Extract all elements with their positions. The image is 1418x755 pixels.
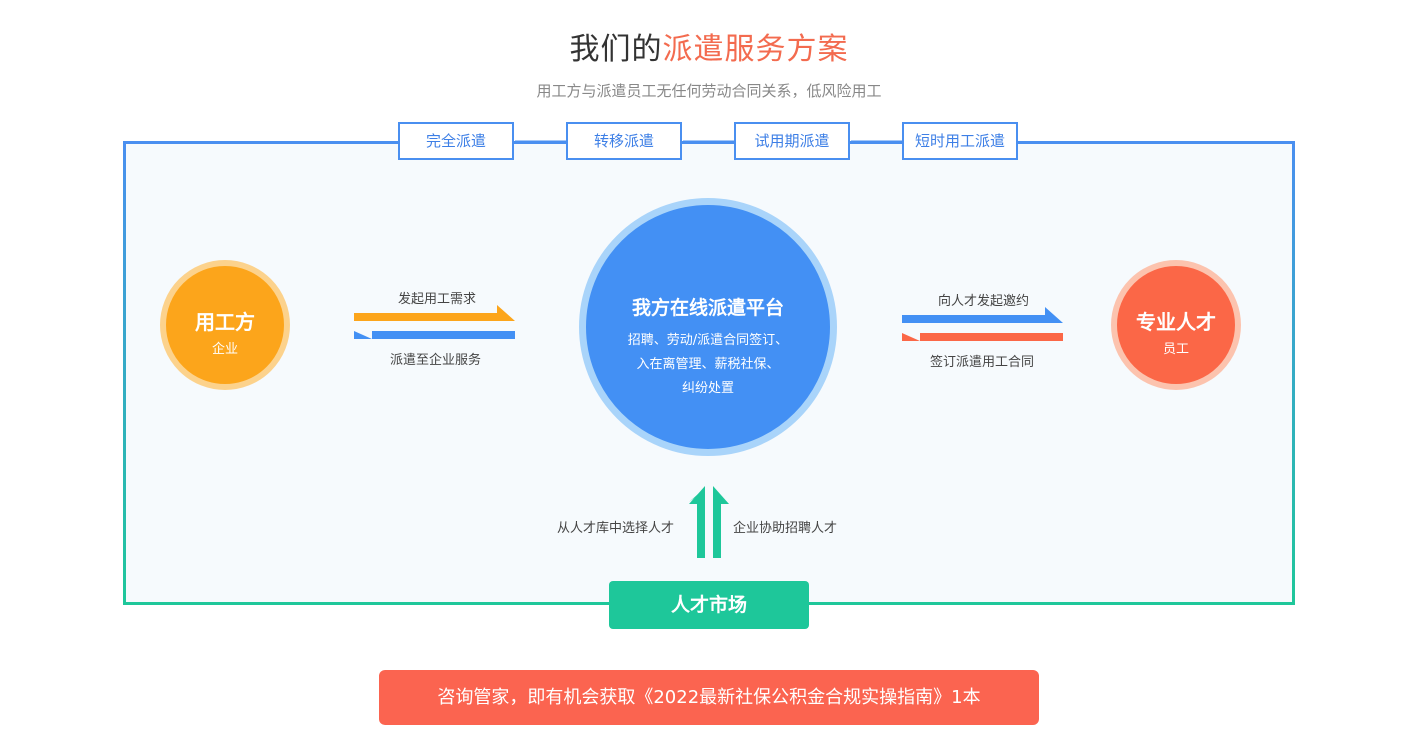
title-prefix: 我们的 xyxy=(569,32,663,67)
talent-subtitle: 员工 xyxy=(1162,342,1189,357)
mode-tab-short-term[interactable]: 短时用工派遣 xyxy=(902,122,1018,160)
platform-circle: 我方在线派遣平台 招聘、劳动/派遣合同签订、 入在离管理、薪税社保、 纠纷处置 xyxy=(579,198,837,456)
left-flow-bottom-label: 派遣至企业服务 xyxy=(390,353,482,368)
platform-line-2: 入在离管理、薪税社保、 xyxy=(636,357,780,372)
arrow-right-orange xyxy=(354,305,515,321)
employer-title: 用工方 xyxy=(195,310,255,334)
employer-subtitle: 企业 xyxy=(211,342,238,357)
right-flow-top-label: 向人才发起邀约 xyxy=(938,294,1030,309)
mode-tab-probation[interactable]: 试用期派遣 xyxy=(734,122,850,160)
arrow-left-red xyxy=(902,333,1063,341)
platform-title: 我方在线派遣平台 xyxy=(631,297,784,319)
mode-tab-transfer[interactable]: 转移派遣 xyxy=(566,122,682,160)
arrow-up-green-head-left xyxy=(689,486,705,504)
bottom-flow-right-label: 企业协助招聘人才 xyxy=(733,521,838,536)
page-title: 我们的派遣服务方案 xyxy=(0,28,1418,72)
talent-title: 专业人才 xyxy=(1136,310,1216,334)
mode-tab-complete[interactable]: 完全派遣 xyxy=(398,122,514,160)
right-flow-bottom-label: 签订派遣用工合同 xyxy=(930,355,1035,370)
arrow-up-green-head-right xyxy=(713,486,729,504)
left-flow-top-label: 发起用工需求 xyxy=(398,292,477,307)
bottom-flow-left-label: 从人才库中选择人才 xyxy=(557,521,675,536)
title-highlight: 派遣服务方案 xyxy=(662,32,849,67)
talent-market-box: 人才市场 xyxy=(609,581,809,629)
arrow-left-blue xyxy=(354,331,515,339)
platform-line-3: 纠纷处置 xyxy=(681,381,734,396)
talent-circle: 专业人才 员工 xyxy=(1111,260,1241,390)
arrow-right-blue xyxy=(902,307,1063,323)
employer-circle: 用工方 企业 xyxy=(160,260,290,390)
arrow-up-green-shaft-left xyxy=(697,500,705,558)
consult-cta-button[interactable]: 咨询管家，即有机会获取《2022最新社保公积金合规实操指南》1本 xyxy=(379,670,1039,725)
platform-line-1: 招聘、劳动/派遣合同签订、 xyxy=(627,333,789,348)
arrow-up-green-shaft-right xyxy=(713,500,721,558)
page-subtitle: 用工方与派遣员工无任何劳动合同关系，低风险用工 xyxy=(536,82,882,100)
